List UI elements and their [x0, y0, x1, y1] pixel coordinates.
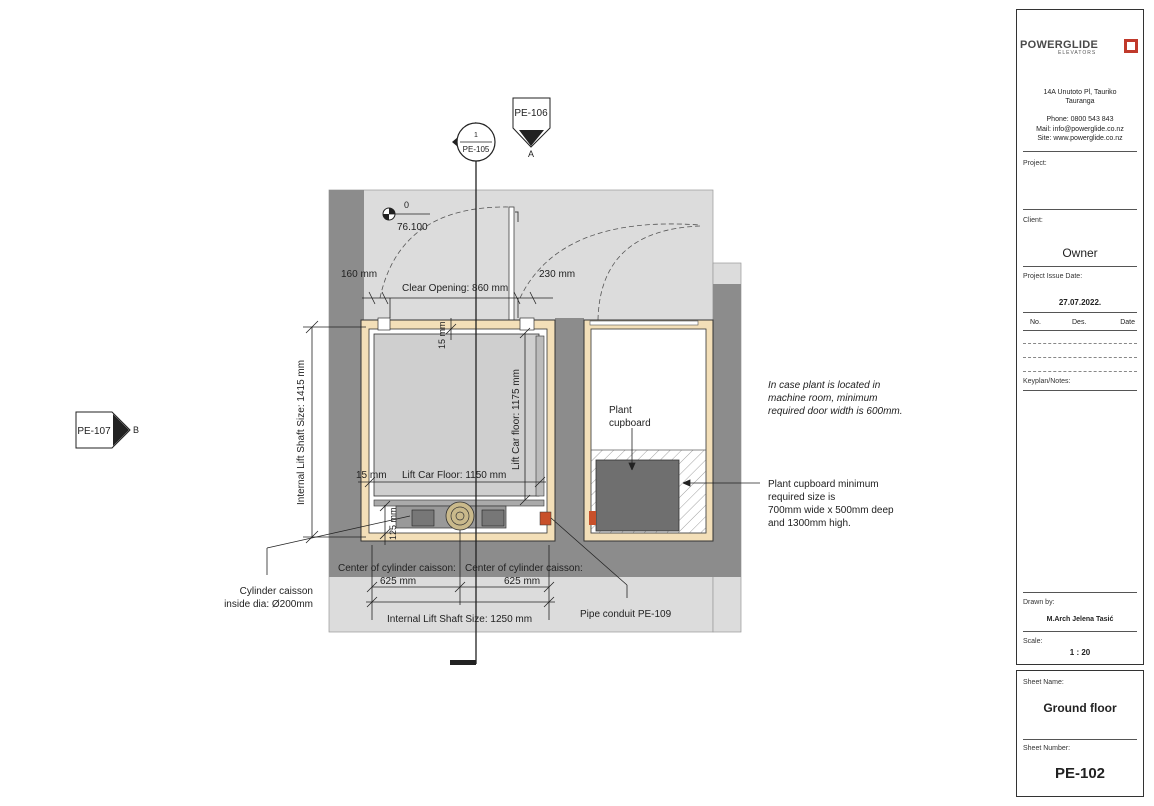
level-marker: 0 76.100 [382, 200, 430, 233]
site: Site: www.powerglide.co.nz [1037, 135, 1123, 142]
project-label: Project: [1023, 160, 1047, 167]
dim-car-width: Lift Car Floor: 1150 mm [402, 470, 506, 481]
wall-middle [555, 318, 584, 577]
dim-clear-opening: Clear Opening: 860 mm [402, 283, 508, 294]
floor-plan-drawing: 1 PE-105 PE-106 A PE-107 B 0 76.100 [75, 97, 903, 665]
door-leaf [508, 206, 515, 323]
dim-shaft-depth: Internal Lift Shaft Size: 1415 mm [296, 360, 307, 505]
dim-left-jamb: 160 mm [341, 269, 377, 280]
wall-top-left [329, 318, 361, 326]
client-value: Owner [1062, 246, 1098, 260]
note-plant-2: cupboard [609, 418, 651, 429]
note-cylinder-2: inside dia: Ø200mm [224, 599, 313, 610]
plant-room-door-track [589, 320, 699, 326]
note-plant-1: Plant [609, 405, 632, 416]
note-cupboard-2: required size is [768, 492, 835, 503]
dim-shaft-width: Internal Lift Shaft Size: 1250 mm [387, 614, 532, 625]
door-swing-arc-2 [519, 223, 701, 299]
note-cupboard-4: and 1300mm high. [768, 518, 851, 529]
dim-gap-top: 15 mm [437, 321, 447, 349]
address-line-1: 14A Unutoto Pl, Tauriko [1043, 89, 1117, 96]
col-des: Des. [1072, 319, 1087, 326]
wall-right [713, 284, 741, 577]
plant-cupboard-unit [595, 459, 680, 532]
scale-value: 1 : 20 [1069, 648, 1091, 657]
door-swing-arc-3 [597, 225, 701, 321]
cylinder-caisson-core [455, 511, 465, 521]
sheet-number-label: Sheet Number: [1023, 745, 1071, 752]
level-name: 0 [404, 200, 409, 210]
plant-conduit [589, 511, 596, 525]
level-value: 76.100 [397, 222, 428, 233]
brand-logo: POWERGLIDE ELEVATORS [1020, 39, 1138, 59]
issue-date-value: 27.07.2022. [1058, 298, 1102, 307]
elevation-b-ref: PE-107 [77, 426, 111, 437]
lift-car-rail [535, 335, 545, 497]
section-callout: 1 PE-105 [452, 122, 496, 162]
dim-pit-small: 125 mm [388, 507, 398, 540]
section-callout-number: 1 [474, 132, 478, 139]
drawn-by-value: M.Arch Jelena Tasić [1046, 616, 1114, 623]
jamb-right [519, 317, 535, 331]
note-cupboard-1: Plant cupboard minimum [768, 479, 879, 490]
col-no: No. [1030, 319, 1041, 326]
mail: Mail: info@powerglide.co.nz [1036, 126, 1124, 133]
cylinder-caisson [445, 501, 475, 531]
note-cylinder-1: Cylinder caisson [240, 586, 313, 597]
note-cupboard-3: 700mm wide x 500mm deep [768, 505, 894, 516]
dim-car-depth: Lift Car floor: 1175 mm [511, 369, 522, 470]
dim-center-cyl-left-val: 625 mm [380, 576, 416, 587]
pit-block-right [481, 509, 505, 527]
dimension-lines [266, 291, 760, 620]
sheet-number-value: PE-102 [1054, 765, 1106, 782]
door-handle [515, 211, 519, 222]
elevation-callout-a: PE-106 A [512, 97, 551, 159]
dim-gap-left: 15 mm [356, 470, 387, 481]
drawn-by-label: Drawn by: [1023, 599, 1055, 606]
wall-bottom [329, 541, 741, 577]
pipe-conduit [539, 511, 552, 526]
section-line-end [450, 660, 476, 665]
dim-center-cyl-left: Center of cylinder caisson: [338, 563, 456, 574]
brand-name: POWERGLIDE [1020, 39, 1099, 51]
address-line-2: Tauranga [1065, 98, 1095, 105]
sheet-name-label: Sheet Name: [1023, 679, 1064, 686]
scale-label: Scale: [1023, 638, 1043, 645]
title-block: POWERGLIDE ELEVATORS 14A Unutoto Pl, Tau… [1016, 9, 1144, 665]
note-machine-1: In case plant is located in [768, 380, 881, 391]
pit-block-left [411, 509, 435, 527]
revision-header: No. Des. Date [1023, 319, 1137, 329]
elevation-b-letter: B [133, 425, 139, 435]
jamb-left [377, 317, 391, 331]
brand-sub: ELEVATORS [1058, 50, 1097, 56]
phone: Phone: 0800 543 843 [1046, 116, 1114, 123]
elevation-callout-b: PE-107 B [75, 411, 139, 449]
dim-center-cyl-right: Center of cylinder caisson: [465, 563, 583, 574]
note-machine-2: machine room, minimum [768, 393, 877, 404]
cylinder-caisson-inner [450, 506, 470, 526]
dim-right-jamb: 230 mm [539, 269, 575, 280]
issue-date-label: Project Issue Date: [1023, 273, 1083, 280]
dim-center-cyl-right-val: 625 mm [504, 576, 540, 587]
sheet-block: Sheet Name: Ground floor Sheet Number: P… [1016, 670, 1144, 797]
elevation-a-letter: A [528, 149, 534, 159]
client-label: Client: [1023, 217, 1043, 224]
sheet-name-value: Ground floor [1043, 701, 1117, 715]
note-machine-3: required door width is 600mm. [768, 406, 903, 417]
elevation-a-ref: PE-106 [514, 108, 548, 119]
note-pipe-conduit: Pipe conduit PE-109 [580, 609, 672, 620]
section-callout-ref: PE-105 [463, 145, 490, 154]
lift-car [373, 333, 540, 497]
door-swing-arc [379, 206, 511, 299]
keyplan-label: Keyplan/Notes: [1023, 378, 1071, 385]
col-date: Date [1120, 319, 1135, 326]
wall-left [329, 190, 364, 577]
